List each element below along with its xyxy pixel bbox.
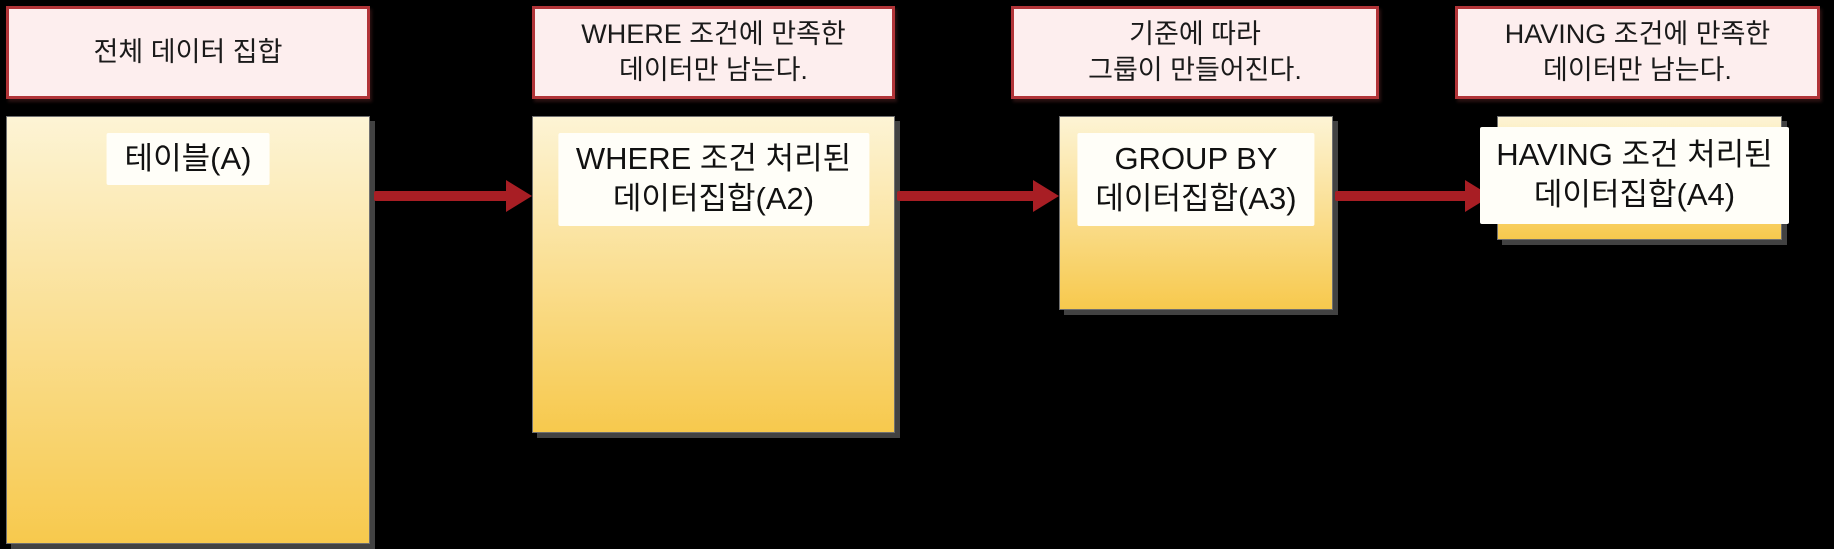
stage2-caption-line1: WHERE 조건에 만족한 — [581, 19, 846, 50]
stage2-caption-line2: 데이터만 남는다. — [619, 54, 808, 85]
stage4-data-box: HAVING 조건 처리된 데이터집합(A4) — [1480, 116, 1789, 240]
stage4-caption-line1: HAVING 조건에 만족한 — [1504, 19, 1771, 50]
stage4-title-strip: HAVING 조건 처리된 데이터집합(A4) — [1480, 127, 1789, 224]
stage3-title-line2: 데이터집합(A3) — [1095, 181, 1297, 217]
stage3-data-box: GROUP BY 데이터집합(A3) — [1059, 116, 1333, 310]
stage1-title-line1: 테이블(A) — [124, 141, 252, 176]
stage1-caption-line1: 전체 데이터 집합 — [93, 36, 283, 67]
flow-arrow-3 — [1335, 180, 1491, 212]
stage3-title-strip: GROUP BY 데이터집합(A3) — [1077, 133, 1315, 226]
stage3-caption-box: 기준에 따라 그룹이 만들어진다. — [1011, 6, 1379, 99]
stage3-caption-line2: 그룹이 만들어진다. — [1088, 54, 1302, 85]
stage1-title-strip: 테이블(A) — [106, 133, 270, 186]
arrow1-shaft — [374, 191, 508, 201]
stage4-title-line1: HAVING 조건 처리된 — [1496, 137, 1773, 172]
arrow2-shaft — [897, 191, 1035, 201]
flow-arrow-1 — [374, 180, 532, 212]
stage3-caption-line1: 기준에 따라 — [1129, 19, 1261, 50]
arrow2-head-icon — [1033, 180, 1059, 212]
flow-arrow-2 — [897, 180, 1059, 212]
arrow1-head-icon — [506, 180, 532, 212]
stage2-title-line2: 데이터집합(A2) — [612, 181, 815, 217]
stage2-caption-box: WHERE 조건에 만족한 데이터만 남는다. — [532, 6, 895, 99]
stage2-title-strip: WHERE 조건 처리된 데이터집합(A2) — [557, 133, 870, 226]
stage4-title-line2: 데이터집합(A4) — [1533, 177, 1736, 213]
stage1-caption-box: 전체 데이터 집합 — [6, 6, 370, 99]
arrow3-shaft — [1335, 191, 1467, 201]
stage3-title-line1: GROUP BY — [1114, 141, 1278, 176]
stage2-data-box: WHERE 조건 처리된 데이터집합(A2) — [532, 116, 895, 433]
stage4-caption-line2: 데이터만 남는다. — [1543, 54, 1732, 85]
stage4-caption-box: HAVING 조건에 만족한 데이터만 남는다. — [1455, 6, 1820, 99]
stage1-data-box: 테이블(A) — [6, 116, 370, 544]
stage2-title-line1: WHERE 조건 처리된 — [575, 141, 852, 176]
